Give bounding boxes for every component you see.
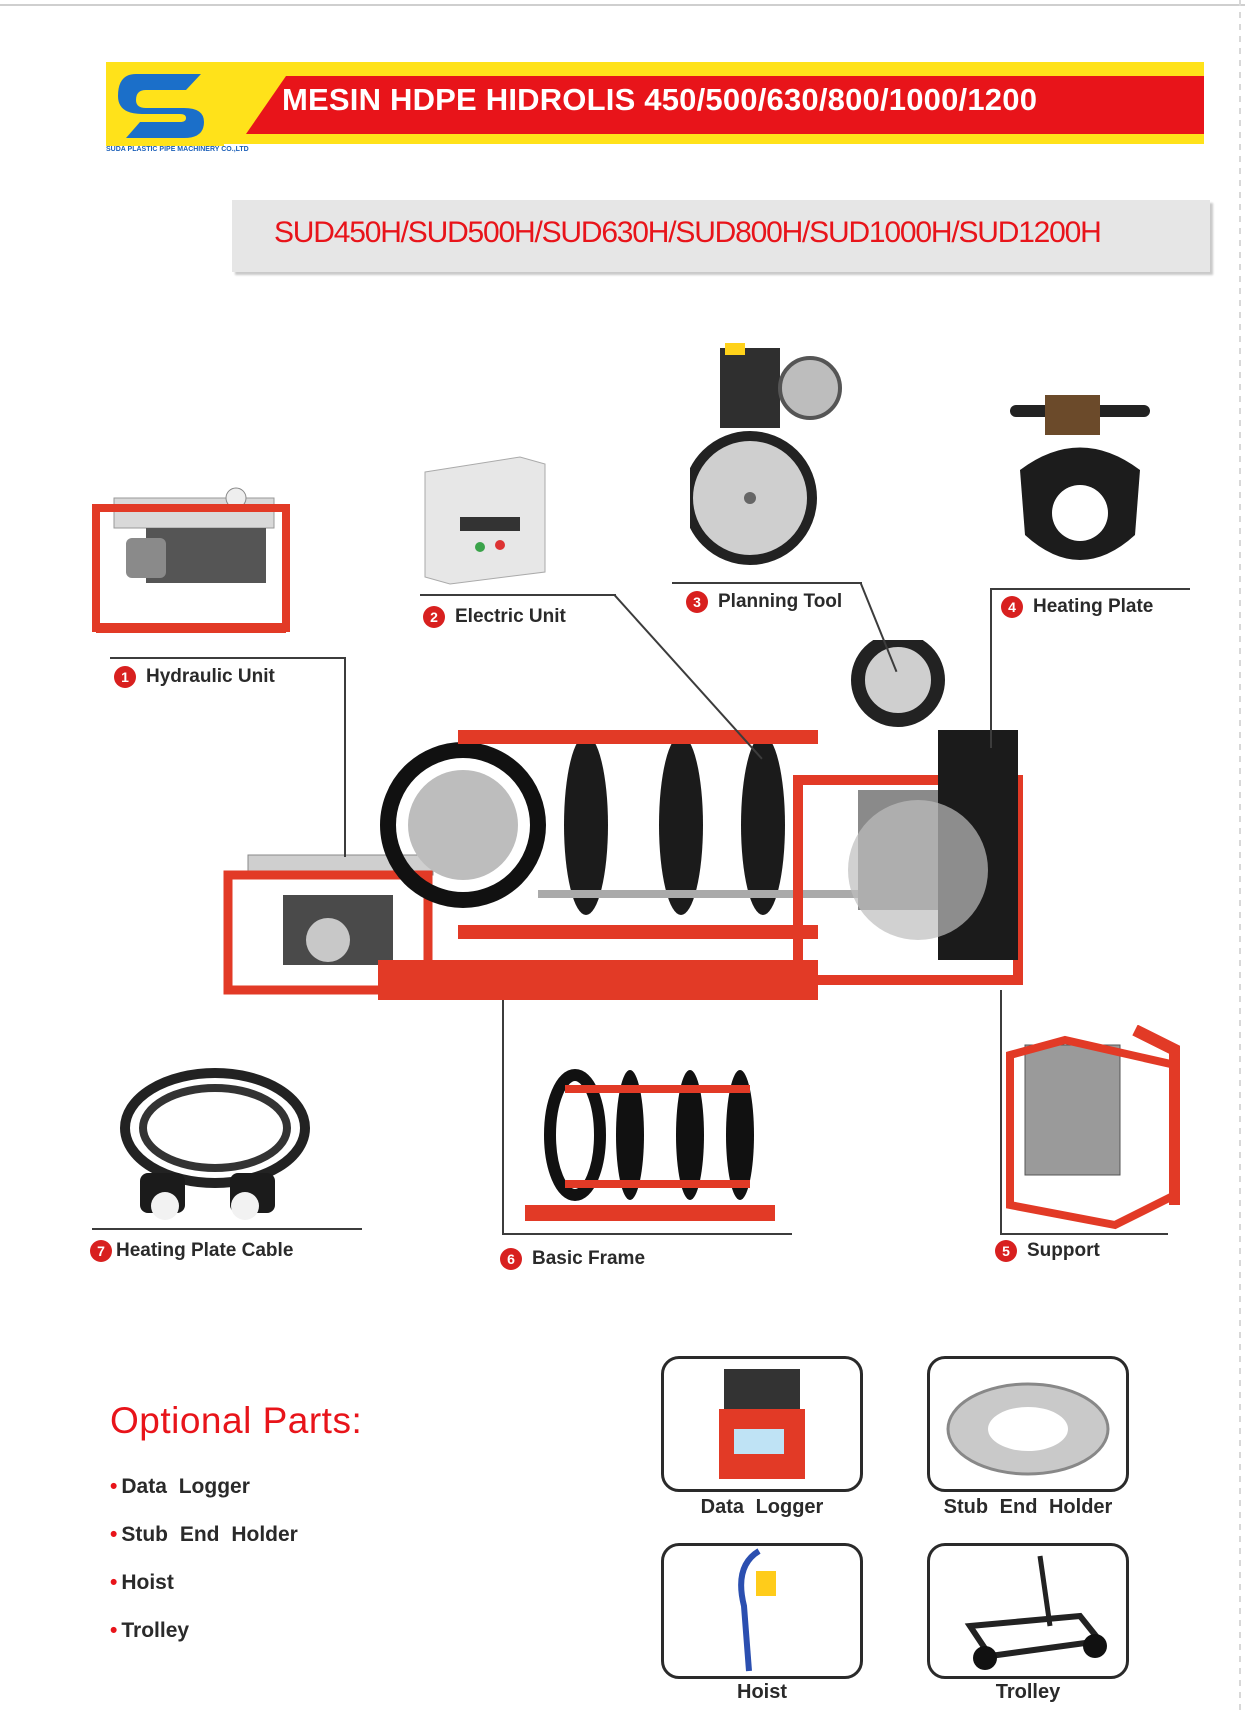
- hydraulic-unit-image: [92, 487, 290, 633]
- model-bar: SUD450H/SUD500H/SUD630H/SUD800H/SUD1000H…: [232, 200, 1210, 272]
- card-data-logger: [661, 1356, 863, 1492]
- line-frame-h: [502, 1233, 792, 1235]
- card-label-data-logger: Data Logger: [700, 1496, 824, 1518]
- badge-7: 7: [90, 1240, 112, 1262]
- banner-red-band: [246, 76, 1204, 134]
- card-label-trolley: Trolley: [995, 1681, 1061, 1703]
- header-banner: MESIN HDPE HIDROLIS 450/500/630/800/1000…: [106, 62, 1204, 144]
- card-stub-end-holder: [927, 1356, 1129, 1492]
- label-text: Electric Unit: [455, 606, 566, 627]
- line-support-v: [1000, 990, 1002, 1235]
- line-frame-v: [502, 1000, 504, 1235]
- label-electric-unit: 2 Electric Unit: [423, 606, 566, 628]
- label-planning-tool: 3 Planning Tool: [686, 591, 842, 613]
- line-planning-h: [672, 582, 862, 584]
- label-support: 5 Support: [995, 1240, 1100, 1262]
- label-text: Planning Tool: [718, 591, 843, 612]
- label-text: Hydraulic Unit: [146, 666, 275, 687]
- optional-parts-title: Optional Parts:: [110, 1400, 363, 1441]
- list-item: •Hoist: [110, 1571, 174, 1594]
- list-item: •Trolley: [110, 1619, 190, 1642]
- label-basic-frame: 6 Basic Frame: [500, 1248, 645, 1270]
- company-logo: SUDA PLASTIC PIPE MACHINERY CO.,LTD: [106, 64, 249, 162]
- label-text: Basic Frame: [532, 1248, 646, 1269]
- label-heating-plate: 4 Heating Plate: [1001, 596, 1153, 618]
- right-border: [1239, 0, 1241, 1715]
- heating-plate-image: [1010, 395, 1150, 560]
- badge-5: 5: [995, 1240, 1017, 1262]
- badge-1: 1: [114, 666, 136, 688]
- badge-6: 6: [500, 1248, 522, 1270]
- planning-tool-image: [690, 343, 842, 565]
- optional-parts-list: •Data Logger •Stub End Holder •Hoist •Tr…: [110, 1475, 298, 1667]
- main-machine-image: [223, 640, 1023, 1000]
- line-cable-h: [92, 1228, 362, 1230]
- label-hydraulic-unit: 1 Hydraulic Unit: [114, 666, 275, 688]
- card-label-stub-end-holder: Stub End Holder: [943, 1496, 1113, 1518]
- card-hoist: [661, 1543, 863, 1679]
- data-logger-image: [719, 1369, 805, 1479]
- line-hydraulic-h: [110, 657, 346, 659]
- logo-caption: SUDA PLASTIC PIPE MACHINERY CO.,LTD: [106, 146, 249, 153]
- electric-unit-image: [424, 456, 546, 585]
- label-heating-plate-cable: 7 Heating Plate Cable: [90, 1240, 293, 1262]
- list-item: •Stub End Holder: [110, 1523, 298, 1546]
- label-text: Heating Plate: [1033, 596, 1154, 617]
- line-support-h: [1000, 1233, 1168, 1235]
- badge-4: 4: [1001, 596, 1023, 618]
- basic-frame-image: [525, 1069, 775, 1221]
- card-trolley: [927, 1543, 1129, 1679]
- trolley-image: [964, 1555, 1107, 1670]
- top-border: [0, 4, 1245, 6]
- label-text: Heating Plate Cable: [116, 1240, 294, 1261]
- stub-end-holder-image: [946, 1382, 1110, 1476]
- line-heating-v: [990, 588, 992, 748]
- line-electric-h: [420, 594, 616, 596]
- list-item: •Data Logger: [110, 1475, 250, 1498]
- label-text: Support: [1027, 1240, 1100, 1261]
- heating-plate-cable-image: [120, 1068, 310, 1220]
- page-title: MESIN HDPE HIDROLIS 450/500/630/800/1000…: [282, 82, 1038, 117]
- hoist-image: [738, 1548, 776, 1672]
- line-hydraulic-v: [344, 657, 346, 857]
- model-list: SUD450H/SUD500H/SUD630H/SUD800H/SUD1000H…: [274, 216, 1102, 249]
- support-image: [1006, 1025, 1180, 1230]
- line-heating-h: [990, 588, 1190, 590]
- badge-2: 2: [423, 606, 445, 628]
- suda-logo-icon: [106, 64, 224, 146]
- card-label-hoist: Hoist: [737, 1681, 787, 1703]
- badge-3: 3: [686, 591, 708, 613]
